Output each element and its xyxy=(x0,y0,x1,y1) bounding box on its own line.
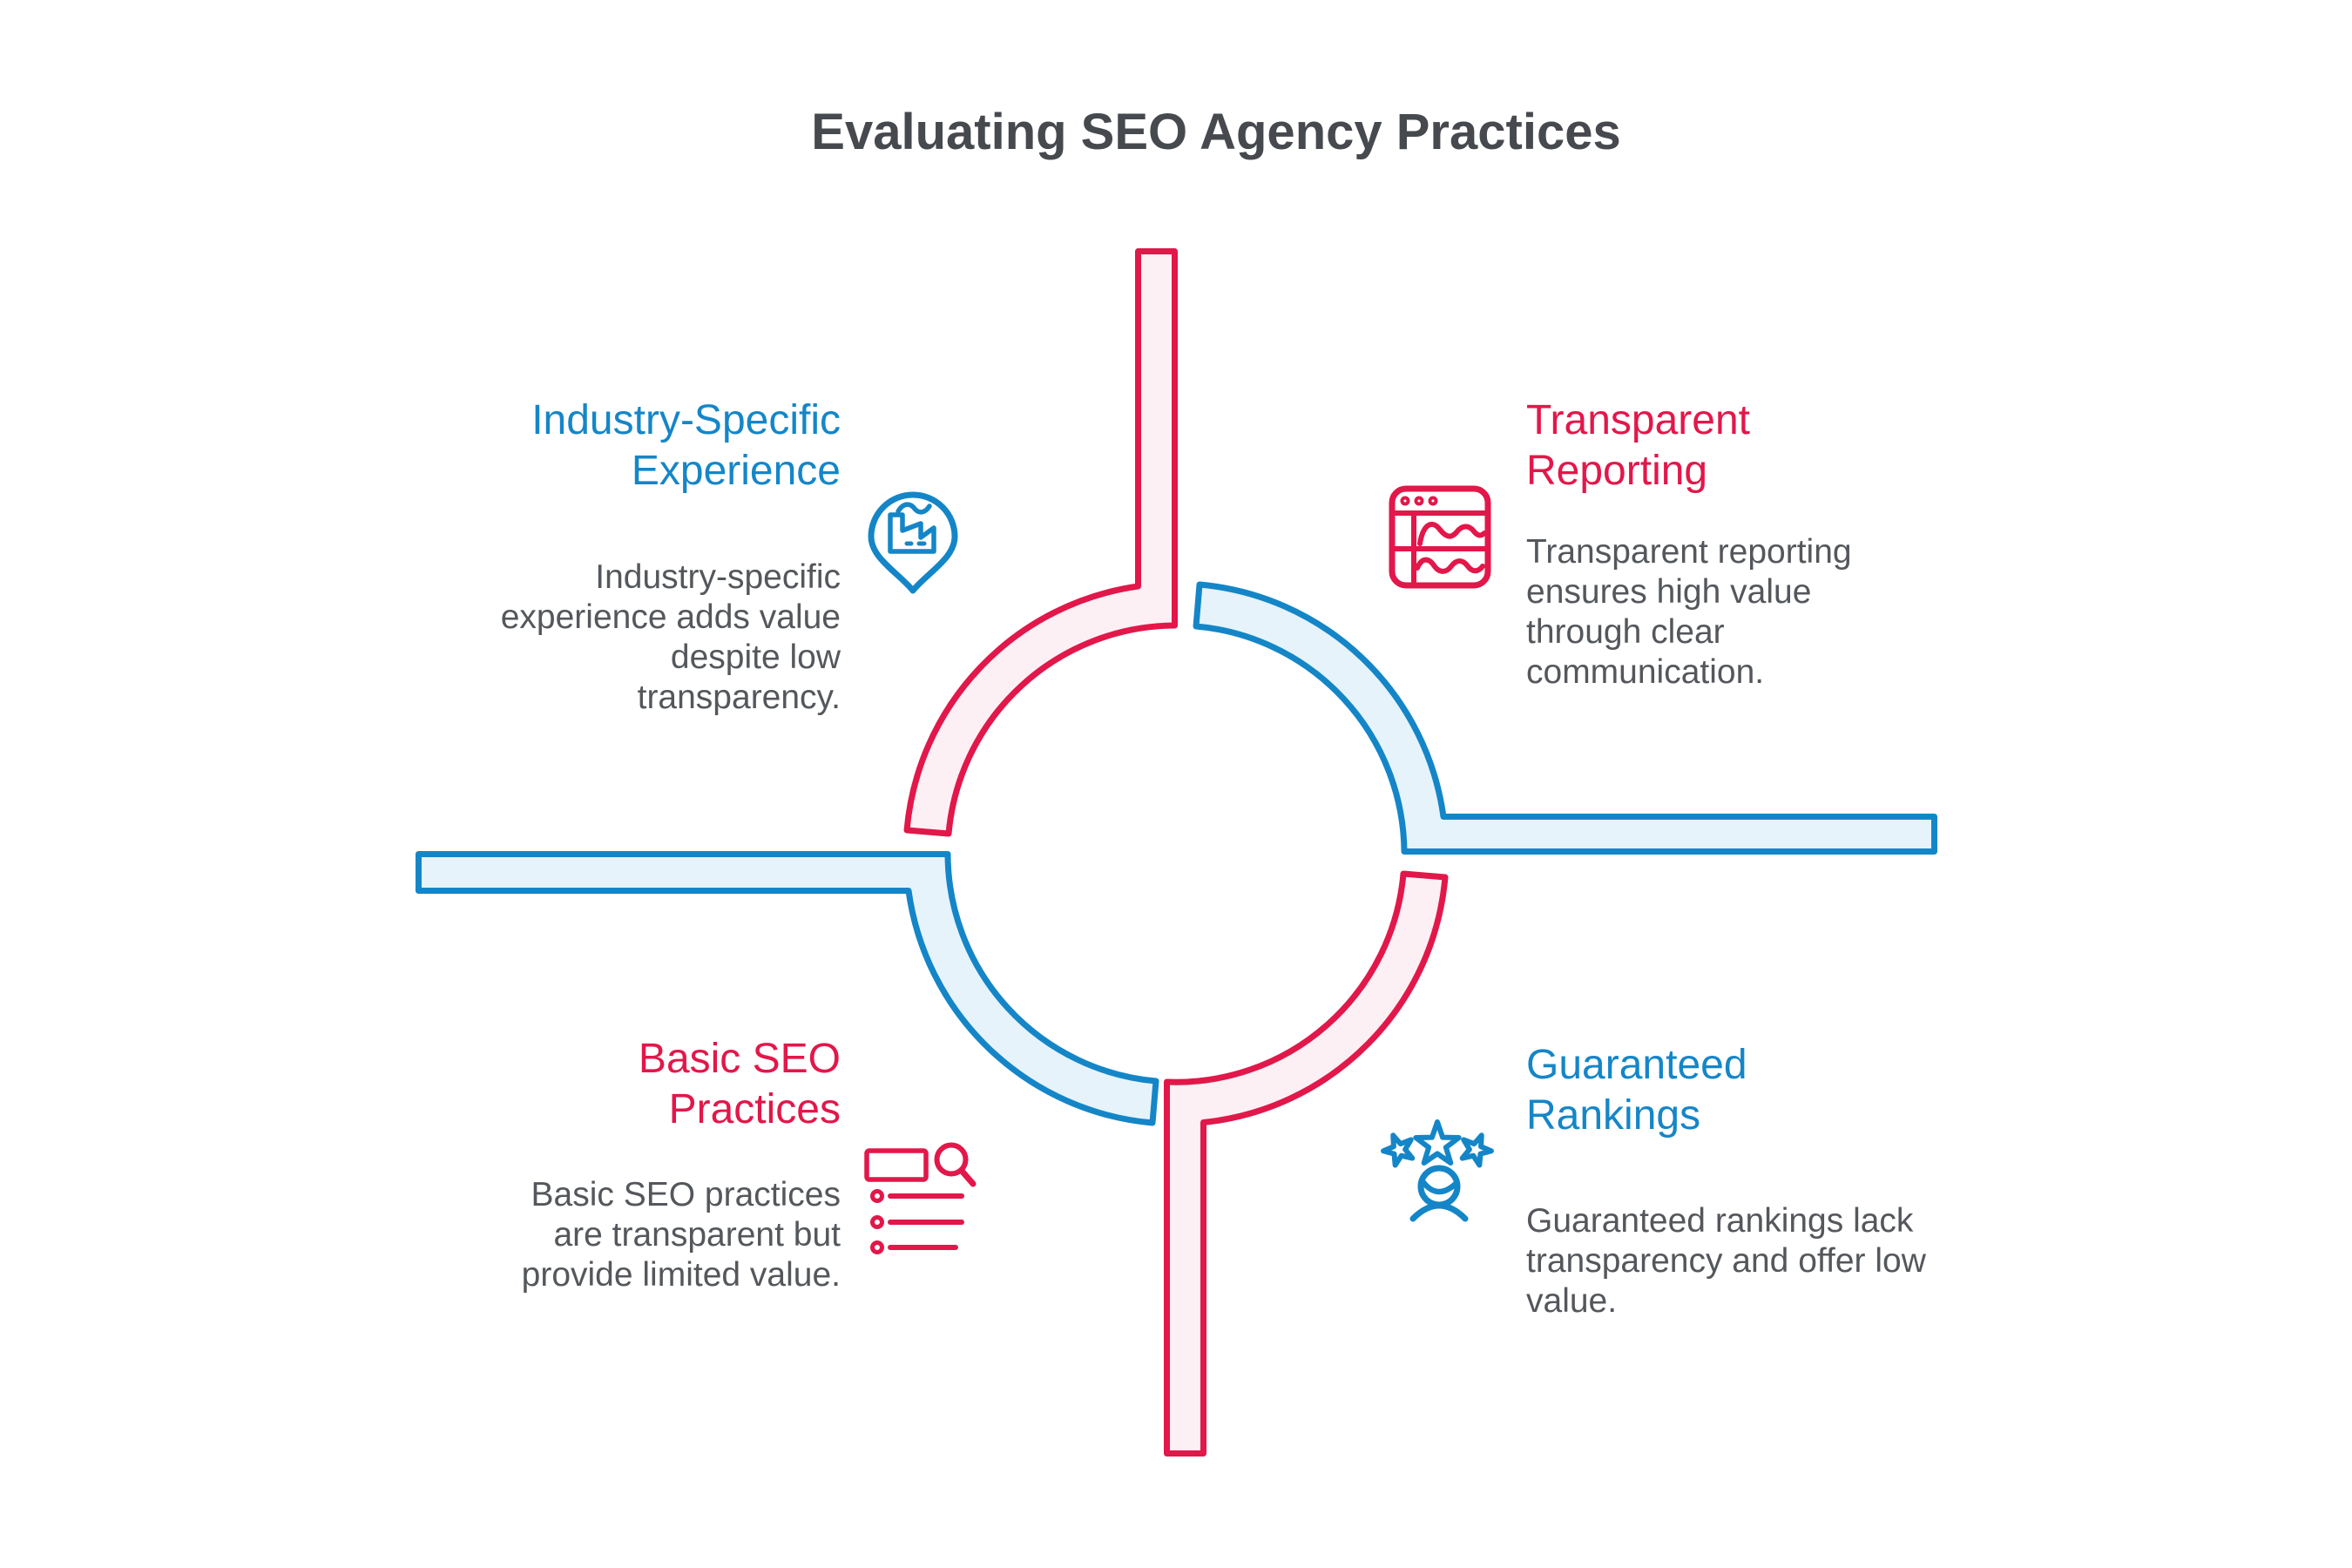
arc-arm-bottom-red xyxy=(1164,870,1449,1456)
report-window-icon xyxy=(1389,485,1491,589)
arc-arm-left-blue xyxy=(416,851,1159,1126)
page-title: Evaluating SEO Agency Practices xyxy=(811,104,1621,160)
person-stars-icon xyxy=(1381,1119,1494,1222)
arc-arm-right-blue xyxy=(1193,581,1937,855)
factory-location-pin-icon xyxy=(868,491,958,594)
checklist-search-icon xyxy=(864,1142,977,1254)
arc-arm-top-red xyxy=(903,248,1178,837)
